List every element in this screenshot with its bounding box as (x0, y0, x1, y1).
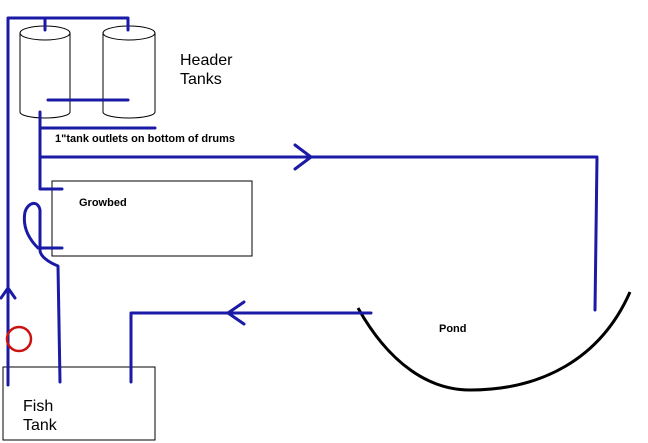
fish-tank-label: Fish Tank (23, 397, 57, 435)
header-tank-left (19, 25, 71, 119)
fish-tank-box (2, 366, 156, 441)
pump-riser-pipe (6, 16, 130, 387)
outlet-manifold-pipe (38, 110, 64, 191)
tank-outlets-label: 1"tank outlets on bottom of drums (55, 133, 235, 145)
header-tanks-label: Header Tanks (180, 51, 232, 89)
header-tank-right (102, 25, 156, 119)
pond-label: Pond (439, 323, 467, 335)
growbed-drain-pipe (22, 202, 64, 384)
feed-arrow (293, 143, 313, 171)
growbed-box (51, 180, 253, 257)
header-tanks-label-line1: Header (180, 52, 233, 69)
header-tanks-label-line2: Tanks (180, 71, 222, 88)
pipes (0, 16, 599, 387)
pond-return-pipe (129, 311, 373, 384)
growbed-label: Growbed (79, 197, 127, 209)
return-arrow (226, 300, 246, 326)
pond-outline (356, 291, 632, 392)
fish-tank-label-line2: Tank (23, 417, 57, 434)
pump-valve-marker (5, 325, 33, 353)
pond-feed-pipe (38, 155, 599, 312)
fish-tank-label-line1: Fish (23, 398, 54, 415)
fish-tank-up-arrow (0, 286, 17, 300)
